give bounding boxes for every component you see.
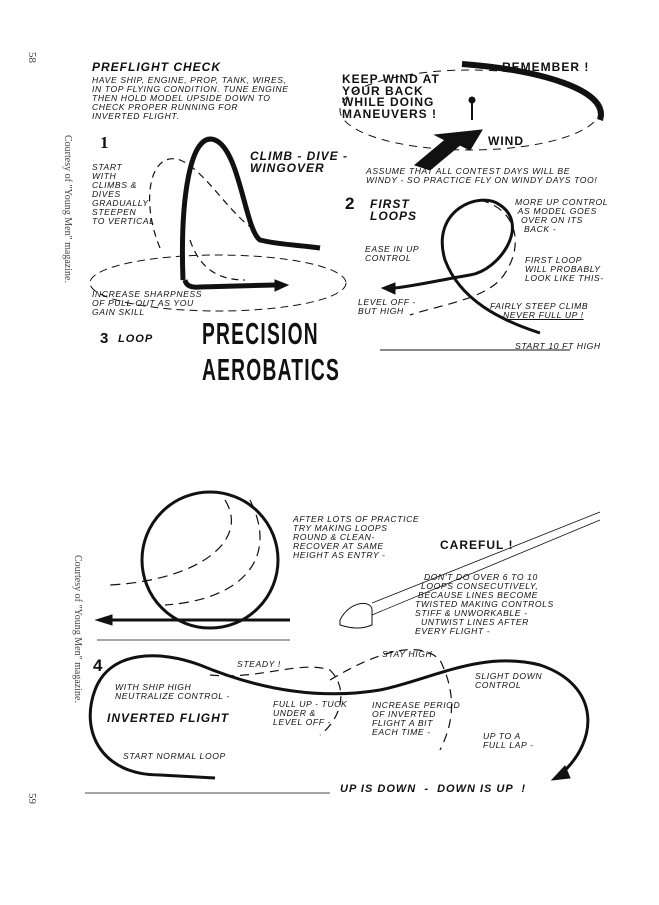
section-4-title: INVERTED FLIGHT [107,711,230,725]
assume-note: ASSUME THAT ALL CONTEST DAYS WILL BE WIN… [366,166,598,185]
inverted-flight-diagram [85,649,590,794]
preflight-body: HAVE SHIP, ENGINE, PROP, TANK, WIRES, IN… [92,75,289,121]
headline-line-1: PRECISION [202,316,319,351]
keep-wind-label: KEEP WIND AT YOUR BACK WHILE DOING MANEU… [342,72,440,121]
page-number-top: 58 [26,52,38,63]
full-up-note: FULL UP - TUCK UNDER & LEVEL OFF - [273,699,348,727]
remember-label: REMEMBER ! [502,60,590,74]
wind-diagram [339,61,604,171]
steep-climb-note: FAIRLY STEEP CLIMB [490,301,589,311]
more-up-note: MORE UP CONTROL AS MODEL GOES OVER ON IT… [515,197,609,234]
section-1-title: CLIMB - DIVE - WINGOVER [250,149,348,175]
steady-note: STEADY ! [237,659,281,669]
motto: UP IS DOWN - DOWN IS UP ! [340,783,527,795]
never-full-up-note: NEVER FULL UP ! [503,310,584,320]
credit-top: Courtesy of "Young Men" magazine. [62,135,73,283]
section-4-number: 4 [93,656,103,675]
careful-body: DON'T DO OVER 6 TO 10 LOOPS CONSECUTIVEL… [415,572,554,636]
headline-line-2: AEROBATICS [202,352,341,387]
stay-high-note: STAY HIGH [382,649,433,659]
section-1-number: 1 [100,133,109,152]
page-number-bottom: 59 [26,793,38,804]
increase-period-note: INCREASE PERIOD OF INVERTED FLIGHT A BIT… [372,700,461,737]
start-height-note: START 10 FT HIGH [515,341,601,351]
section-2-title: FIRST LOOPS [370,197,418,223]
section-3-title: LOOP [118,333,154,345]
wind-arrow-icon [413,129,483,171]
careful-title: CAREFUL ! [440,538,514,552]
wingover-diagram [89,136,347,312]
level-off-note: LEVEL OFF - BUT HIGH [358,297,416,316]
start-note: START WITH CLIMBS & DIVES GRADUALLY STEE… [92,162,155,226]
wind-label: WIND [488,134,524,148]
section-2-number: 2 [345,194,355,213]
section-3-number: 3 [100,330,109,347]
first-loop-note: FIRST LOOP WILL PROBABLY LOOK LIKE THIS- [525,255,604,283]
round-loop-diagram [94,490,601,641]
full-lap-note: UP TO A FULL LAP - [483,731,534,750]
first-loop-diagram [380,198,570,351]
hand-icon [339,602,373,629]
start-normal-loop-note: START NORMAL LOOP [123,751,226,761]
preflight-title: PREFLIGHT CHECK [92,60,221,74]
credit-bottom: Courtesy of "Young Men" magazine. [72,555,83,703]
neutralize-note: WITH SHIP HIGH NEUTRALIZE CONTROL - [115,682,230,701]
after-practice-note: AFTER LOTS OF PRACTICE TRY MAKING LOOPS … [293,514,420,560]
ease-in-note: EASE IN UP CONTROL [365,244,420,263]
slight-down-note: SLIGHT DOWN CONTROL [475,671,543,690]
increase-sharpness-note: INCREASE SHARPNESS OF PULL-OUT AS YOU GA… [92,289,203,317]
